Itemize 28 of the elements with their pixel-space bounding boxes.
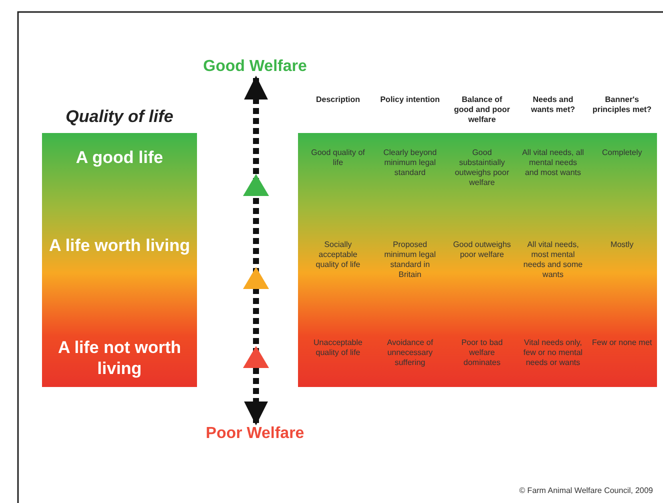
table-cell-text: All vital needs, all mental needs and most wants <box>522 148 584 178</box>
column-header: Policy intention <box>379 95 441 105</box>
column-header: Banner's principles met? <box>591 95 653 115</box>
table-cell-text: Unacceptable quality of life <box>312 338 364 358</box>
table-cell-text: Socially acceptable quality of life <box>314 240 362 270</box>
table-cell-text: All vital needs, most mental needs and some wants <box>522 240 584 280</box>
table-cell-text: Completely <box>600 148 643 158</box>
table-cell-text: Mostly <box>609 240 635 250</box>
caption-text: © Farm Animal Welfare Council, 2009 <box>519 486 653 495</box>
level-label: A life worth living <box>48 235 192 256</box>
table-cell-text: Good outweighs poor welfare <box>452 240 512 260</box>
table-cell-text: Good quality of life <box>310 148 366 168</box>
table-cell-text: Vital needs only, few or no mental needs or wants <box>522 338 584 368</box>
table-cell-text: Few or none met <box>591 338 653 348</box>
column-header: Description <box>314 95 361 105</box>
level-label: A life not worth living <box>56 337 182 379</box>
table-cell-text: Poor to bad welfare dominates <box>460 338 504 368</box>
level-label: A good life <box>74 147 164 168</box>
heading-text: Good Welfare <box>180 58 330 76</box>
double-arrow <box>244 76 268 426</box>
heading-text: Quality of life <box>64 107 174 127</box>
table-cell-text: Proposed minimum legal standard in Britain <box>383 240 437 280</box>
column-header: Balance of good and poor welfare <box>453 95 511 125</box>
table-cell-text: Clearly beyond minimum legal standard <box>382 148 438 178</box>
heading-text: Poor Welfare <box>180 425 330 443</box>
table-cell-text: Avoidance of unnecessary suffering <box>386 338 434 368</box>
column-header: Needs and wants met? <box>530 95 576 115</box>
table-cell-text: Good substaintially outweighs poor welfare <box>454 148 510 188</box>
